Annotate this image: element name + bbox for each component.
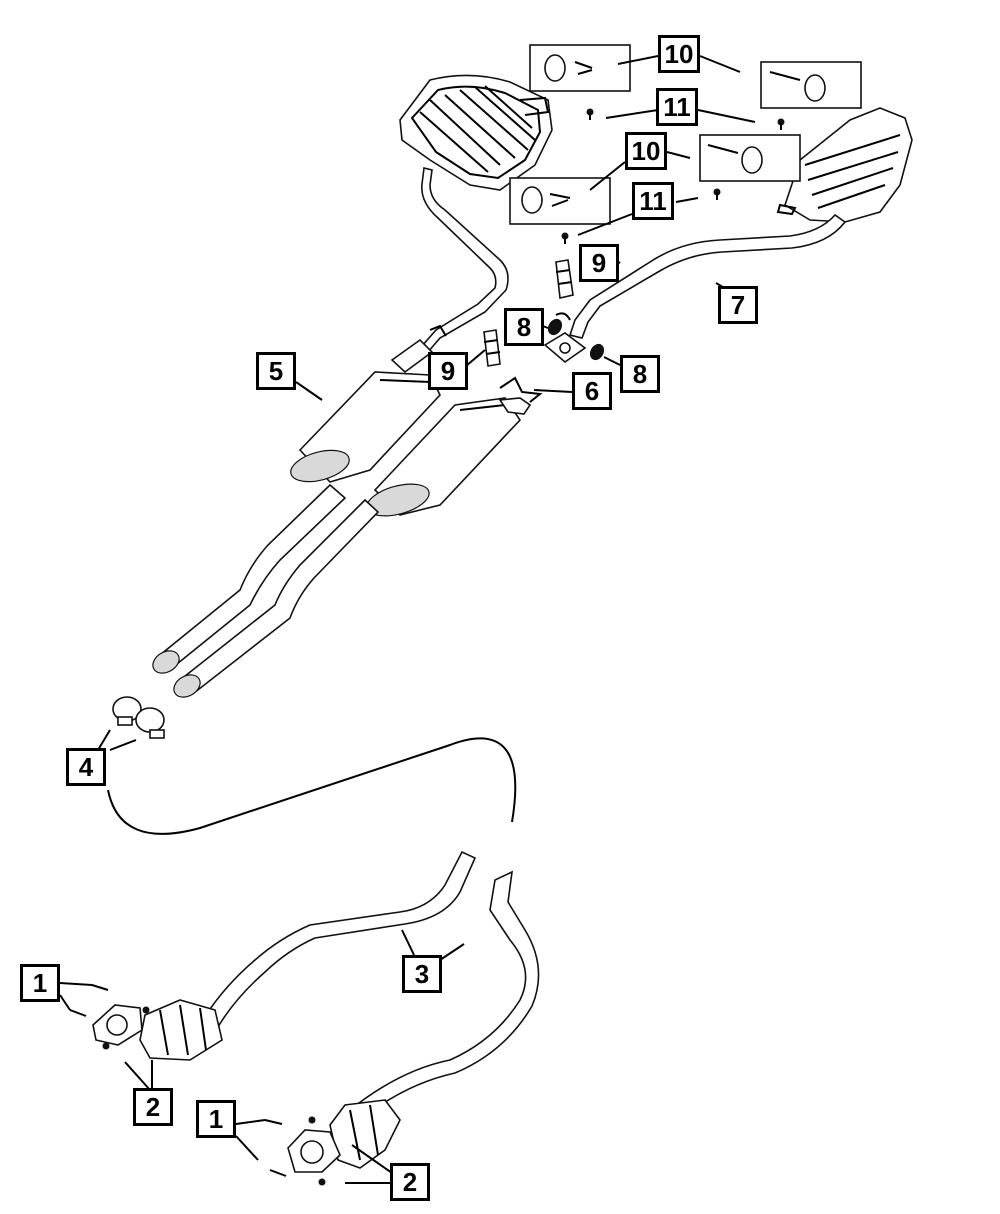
- callout-4: 4: [66, 748, 106, 786]
- callout-6: 6: [572, 372, 612, 410]
- front-pipe-right: [348, 870, 540, 1122]
- rear-resonator-left: [399, 74, 553, 191]
- catalytic-converter-left: [69, 984, 223, 1061]
- callout-2-upper: 2: [133, 1088, 173, 1126]
- isolator-box-top-right: [760, 61, 862, 109]
- callout-9-upper: 9: [579, 244, 619, 282]
- callout-8-right: 8: [620, 355, 660, 393]
- isolator-box-mid-left: [509, 177, 611, 225]
- callout-1-upper: 1: [20, 964, 60, 1002]
- callout-9-lower: 9: [428, 352, 468, 390]
- routing-line: [107, 737, 517, 835]
- callout-3: 3: [402, 955, 442, 993]
- hanger-bracket-lower: [483, 329, 501, 367]
- left-intermediate-pipe: [420, 167, 509, 354]
- catalytic-converter-right: [264, 1099, 401, 1186]
- callout-7: 7: [718, 286, 758, 324]
- isolator-box-top-left: [529, 44, 631, 92]
- bolt-upper-right: [777, 118, 785, 130]
- callout-5: 5: [256, 352, 296, 390]
- callout-11-upper: 11: [656, 88, 698, 126]
- bolt-mid-left: [561, 232, 569, 244]
- leader-lines: [59, 55, 756, 1184]
- clamp-pair: [112, 696, 165, 739]
- callout-1-lower: 1: [196, 1100, 236, 1138]
- callout-10-upper: 10: [658, 35, 700, 73]
- gasket-flange: [543, 312, 587, 364]
- hanger-bracket-upper: [555, 259, 574, 299]
- callout-2-lower: 2: [390, 1163, 430, 1201]
- front-pipe-left: [198, 850, 477, 1034]
- callout-8-left: 8: [504, 308, 544, 346]
- bolt-mid-right: [713, 188, 721, 200]
- tail-pipes: [152, 483, 380, 698]
- callout-11-lower: 11: [632, 182, 674, 220]
- twin-muffler: [290, 371, 543, 517]
- bolt-upper-left: [586, 108, 594, 120]
- nut-right: [589, 343, 605, 361]
- right-intermediate-pipe: [568, 213, 847, 339]
- callout-10-lower: 10: [625, 132, 667, 170]
- nut-left: [547, 318, 563, 336]
- isolator-box-mid-right: [699, 134, 801, 182]
